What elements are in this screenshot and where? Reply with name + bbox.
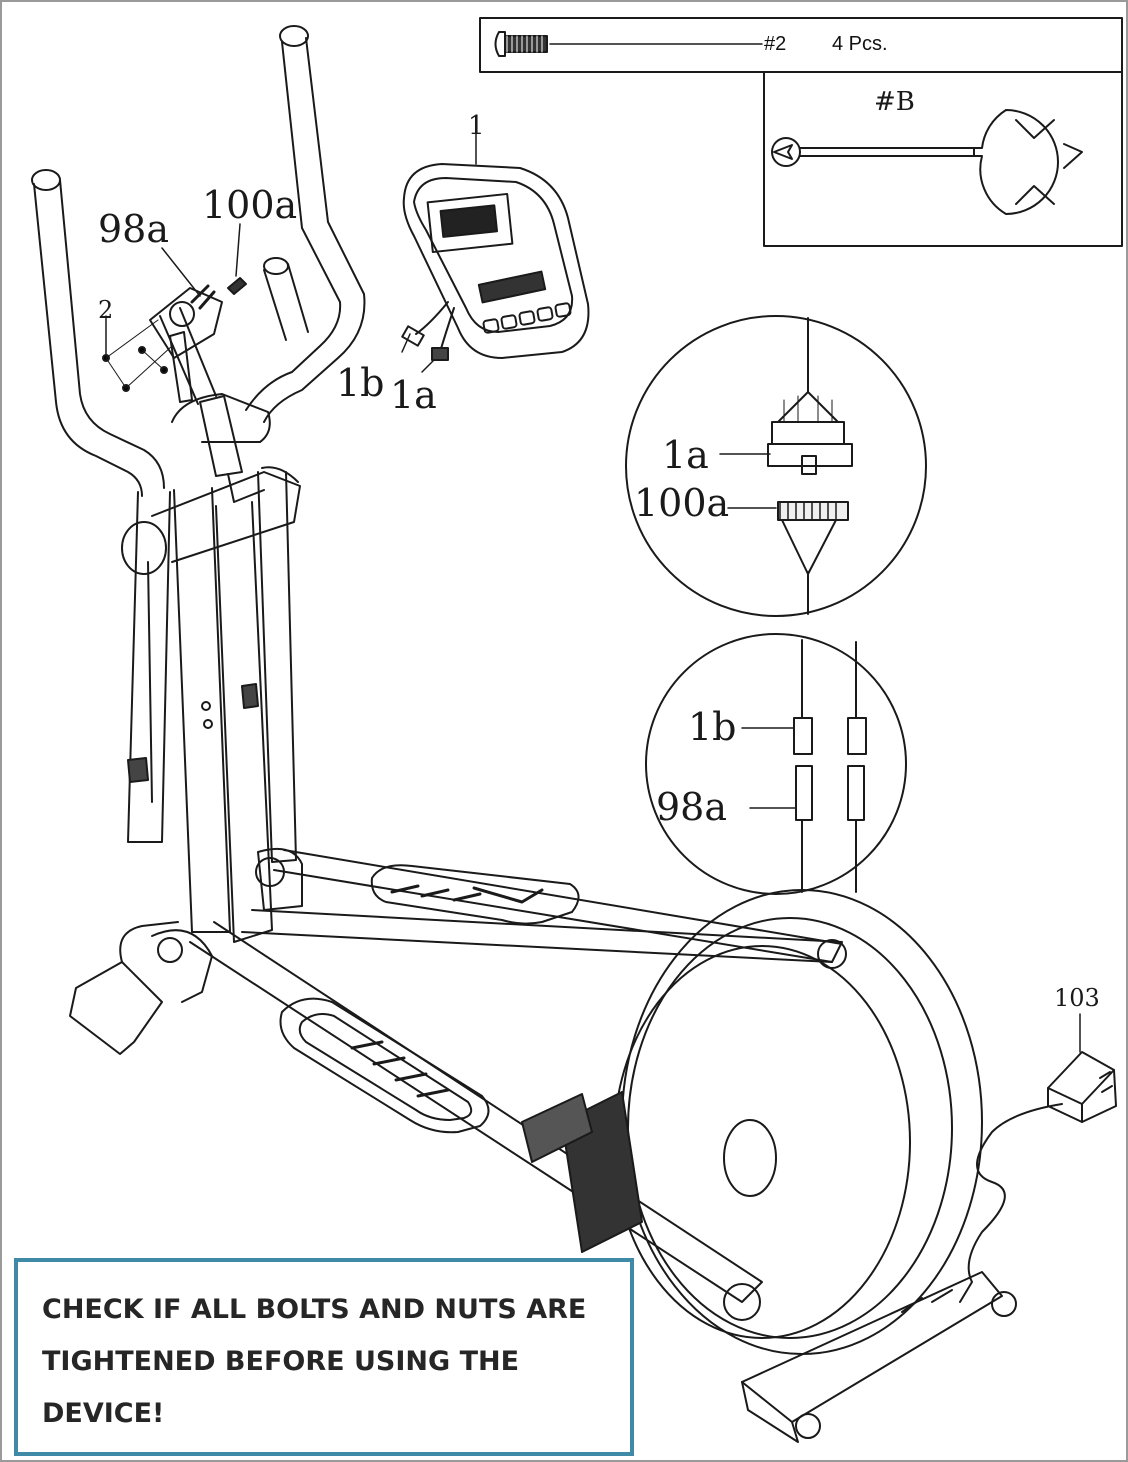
console [401,163,590,361]
detail-sensor-top-label: 1b [688,705,737,749]
pedal-right [370,864,580,925]
handlebars [31,25,366,497]
label-adapter: 103 [1054,984,1100,1012]
label-screw: 2 [98,296,113,324]
allen-wrench-icon [771,109,1083,215]
detail-main-top-label: 1a [662,433,709,477]
safety-notice-text: CHECK IF ALL BOLTS AND NUTS ARE TIGHTENE… [42,1294,587,1429]
label-1b: 1b [336,361,385,405]
detail-sensor-bottom-label: 98a [656,785,727,829]
upright-frame [121,466,301,943]
tool-label: #B [874,87,915,117]
label-100a: 100a [202,183,297,227]
bolt-label: #2 [764,33,786,55]
detail-connector-main [625,315,927,617]
bolt-icon [494,31,548,57]
bolt-quantity: 4 Pcs. [832,33,888,55]
power-adapter [959,1013,1117,1303]
safety-notice: CHECK IF ALL BOLTS AND NUTS ARE TIGHTENE… [14,1258,634,1456]
label-console: 1 [468,111,485,141]
pedal-left [279,997,490,1134]
label-1a: 1a [390,373,437,417]
base-frame [69,848,847,1321]
label-98a: 98a [98,207,169,251]
console-bracket [102,223,247,392]
detail-main-bottom-label: 100a [634,481,729,525]
hardware-box: #2 4 Pcs. #B [479,17,1123,247]
rear-stabilizer [741,1271,1017,1443]
detail-connector-sensor [645,633,907,895]
